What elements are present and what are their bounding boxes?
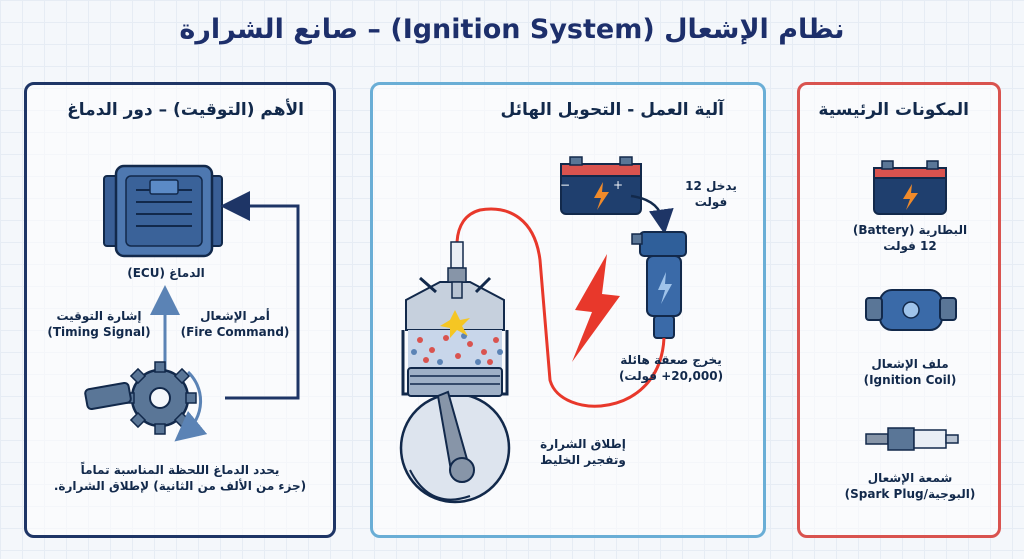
timing-signal-label: إشارة التوقيت (Timing Signal) [44, 308, 154, 340]
input-voltage-line-1: يدخل 12 [685, 179, 737, 193]
panel-components-title: المكونات الرئيسية [818, 100, 969, 120]
engine-cylinder-icon [399, 276, 511, 504]
timing-signal-line-1: إشارة التوقيت [56, 309, 142, 323]
output-voltage-line-1: يخرج صعقة هائلة [620, 353, 722, 367]
svg-text:−: − [560, 178, 570, 192]
plug-component-line-2: (البوجية/Spark Plug) [844, 487, 976, 502]
battery-component-icon [873, 160, 947, 215]
coil-component-label: ملف الإشعال (Ignition Coil) [835, 356, 985, 388]
fire-command-label: أمر الإشعال (Fire Command) [180, 308, 290, 340]
coil-component-line-1: ملف الإشعال [871, 357, 949, 371]
battery-icon: − + [560, 156, 642, 215]
timing-signal-line-2: (Timing Signal) [47, 325, 151, 340]
spark-ignite-label: إطلاق الشرارة وتفجير الخليط [528, 436, 638, 468]
timing-footer: يحدد الدماغ اللحظة المناسبة تماماً (جزء … [40, 462, 320, 494]
fire-command-arrow [220, 191, 300, 400]
svg-text:+: + [613, 178, 623, 192]
fire-command-line-1: أمر الإشعال [200, 309, 270, 323]
output-voltage-label: يخرج صعقة هائلة (20,000+ فولت) [606, 352, 736, 384]
spark-plug-icon [865, 427, 959, 451]
panel-timing [24, 82, 336, 538]
timing-footer-line-2: (جزء من الألف من الثانية) لإطلاق الشرارة… [53, 479, 307, 494]
fire-command-line-2: (Fire Command) [180, 325, 290, 340]
panel-mechanism-title: آلية العمل - التحويل الهائل [500, 100, 724, 120]
spark-ignite-line-1: إطلاق الشرارة [540, 437, 626, 451]
lightning-bolt-icon [572, 254, 620, 362]
timing-footer-line-1: يحدد الدماغ اللحظة المناسبة تماماً [80, 463, 280, 477]
engine-spark-plug [447, 241, 467, 299]
high-voltage-wire [455, 207, 666, 408]
page-title: نظام الإشعال (Ignition System) – صانع ال… [179, 14, 845, 45]
crank-sensor-icon [84, 361, 208, 442]
battery-component-line-2: 12 فولت [883, 239, 937, 254]
ignition-coil-component-icon [865, 289, 957, 331]
spark-ignite-line-2: وتفجير الخليط [540, 453, 626, 468]
plug-component-line-1: شمعة الإشعال [867, 471, 953, 485]
input-voltage-label: يدخل 12 فولت [676, 178, 746, 210]
input-voltage-line-2: فولت [694, 195, 728, 210]
panel-timing-title: الأهم (التوقيت) – دور الدماغ [67, 100, 304, 120]
ignition-coil-icon [631, 231, 687, 339]
plug-component-label: شمعة الإشعال (البوجية/Spark Plug) [830, 470, 990, 502]
output-voltage-line-2: (20,000+ فولت) [618, 369, 724, 384]
battery-component-line-1: البطارية (Battery) [852, 223, 968, 237]
ignition-spark [440, 310, 470, 338]
battery-component-label: البطارية (Battery) 12 فولت [835, 222, 985, 254]
coil-component-line-2: (Ignition Coil) [863, 373, 957, 388]
panel-components [797, 82, 1001, 538]
battery-to-coil-arrow [630, 194, 674, 235]
ecu-icon [103, 164, 223, 258]
ecu-label: الدماغ (ECU) [127, 266, 205, 280]
